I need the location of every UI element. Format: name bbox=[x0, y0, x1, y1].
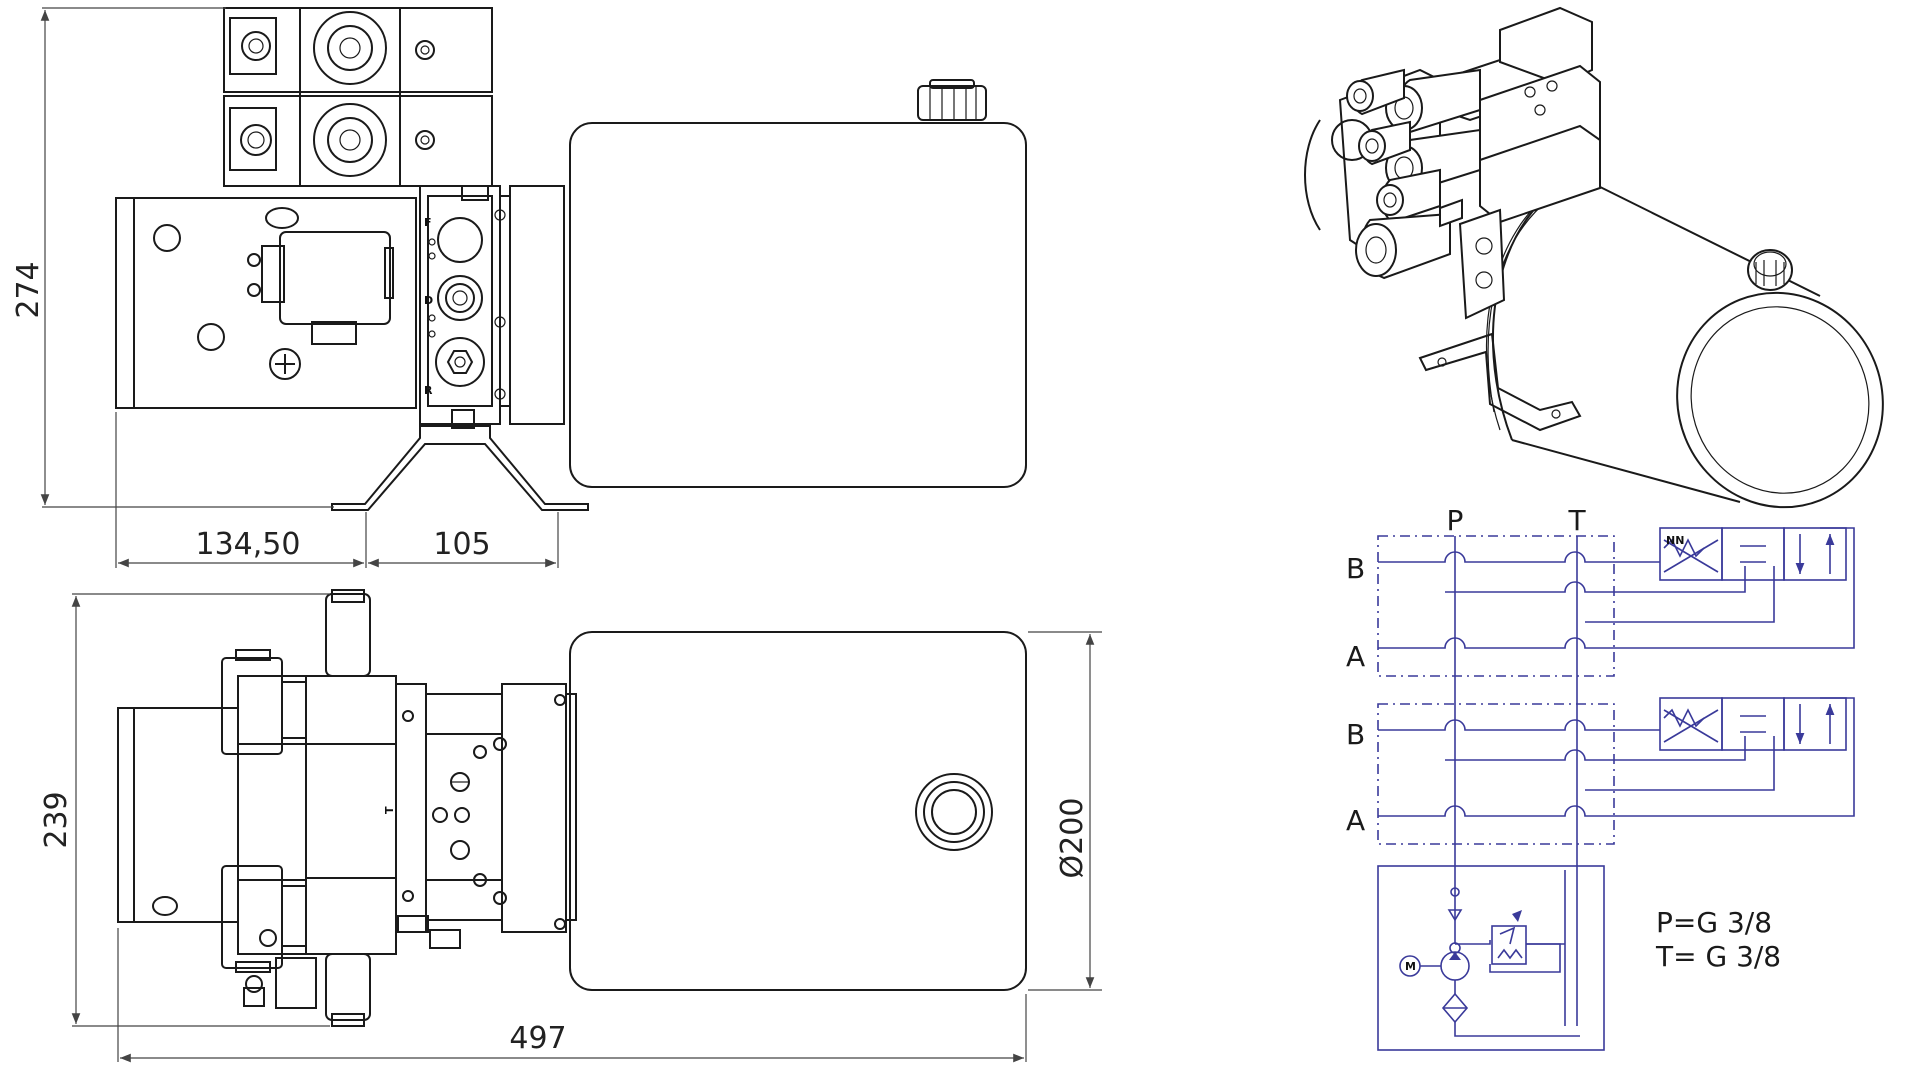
port-marker-t: T bbox=[383, 806, 396, 814]
schematic-port-b-2: B bbox=[1346, 718, 1365, 751]
schematic-port-p: P bbox=[1447, 504, 1464, 537]
side-valve-stack bbox=[223, 7, 493, 187]
note-port-p-thread: P=G 3/8 bbox=[1656, 906, 1772, 939]
isometric-view bbox=[1304, 6, 1884, 509]
side-motor bbox=[115, 197, 417, 409]
top-motor bbox=[117, 707, 239, 923]
schematic-port-a-2: A bbox=[1346, 804, 1365, 837]
side-tank bbox=[569, 79, 1027, 488]
side-mounting-bracket bbox=[331, 425, 589, 511]
dimension-width-105: 105 bbox=[433, 527, 490, 562]
top-tank bbox=[569, 631, 1027, 991]
schematic-valve-section-1: B A NN bbox=[1346, 527, 1855, 677]
dimension-height-239: 239 bbox=[39, 791, 74, 848]
iso-valve-assembly bbox=[1304, 6, 1601, 320]
hydraulic-schematic: P T B A NN B A bbox=[1346, 504, 1855, 1051]
dimension-length-497: 497 bbox=[509, 1021, 566, 1056]
top-view: T bbox=[39, 589, 1102, 1063]
iso-bracket bbox=[1418, 332, 1582, 432]
side-view: F D R 274 134,50 105 bbox=[11, 7, 1027, 568]
schematic-motor-m: M bbox=[1405, 960, 1416, 973]
dimension-diameter-200: Ø200 bbox=[1055, 798, 1090, 879]
top-valve-column: T bbox=[305, 589, 397, 1027]
dimension-width-134-50: 134,50 bbox=[196, 527, 301, 562]
top-coils bbox=[221, 649, 317, 1009]
iso-tank bbox=[1485, 175, 1884, 509]
port-marker-d: D bbox=[424, 294, 433, 307]
schematic-valve-section-2: B A bbox=[1346, 697, 1855, 845]
schematic-power-unit: M bbox=[1377, 865, 1605, 1051]
solenoid-mark: NN bbox=[1666, 534, 1684, 547]
side-manifold: F D R bbox=[419, 185, 565, 429]
schematic-port-t: T bbox=[1567, 504, 1586, 537]
dimension-height-274: 274 bbox=[11, 261, 46, 318]
note-port-t-thread: T= G 3/8 bbox=[1655, 940, 1781, 973]
port-marker-r: R bbox=[424, 384, 433, 397]
port-marker-f: F bbox=[424, 216, 432, 229]
schematic-port-a-1: A bbox=[1346, 640, 1365, 673]
top-manifold bbox=[395, 683, 577, 949]
schematic-port-b-1: B bbox=[1346, 552, 1365, 585]
